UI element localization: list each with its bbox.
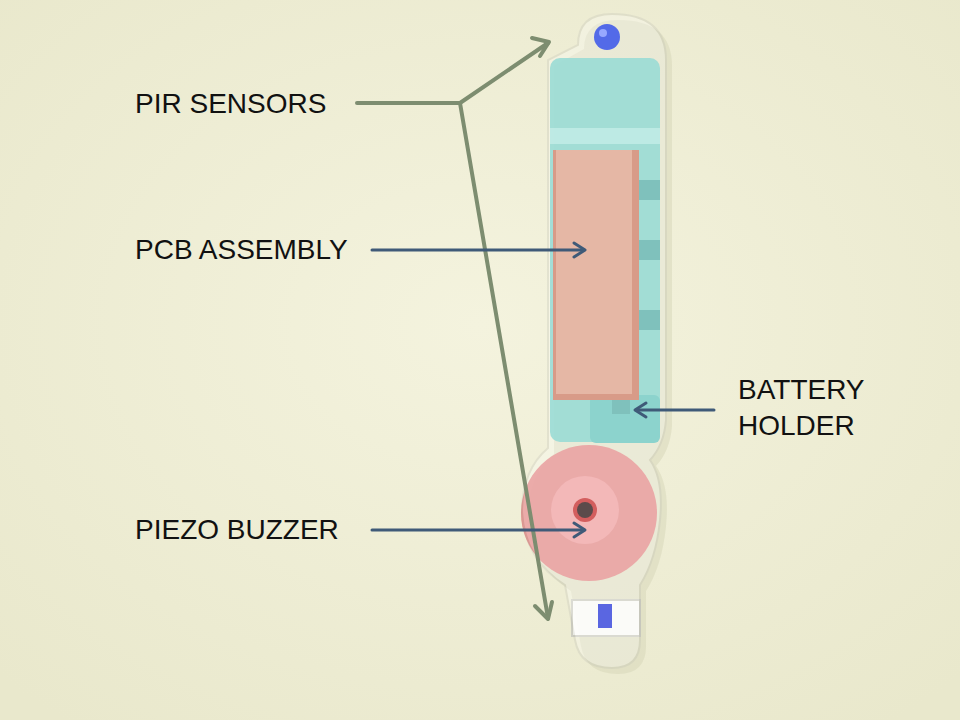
leader-line: [460, 103, 548, 618]
arrowhead: [635, 403, 646, 417]
leader-lines: [357, 38, 552, 619]
leader-line: [372, 529, 584, 532]
arrowhead: [574, 523, 585, 537]
arrowhead: [532, 38, 549, 56]
part-label: PCB ASSEMBLY: [135, 232, 370, 268]
leader-line: [372, 249, 584, 252]
arrowhead: [535, 602, 552, 619]
part-label: BATTERY HOLDER: [738, 372, 888, 445]
arrowhead: [574, 243, 585, 257]
housing: [522, 14, 666, 668]
leader-line: [636, 409, 714, 412]
part-label: PIEZO BUZZER: [135, 512, 370, 548]
leader-lines: [372, 243, 714, 537]
part-label: PIR SENSORS: [135, 86, 355, 122]
leader-line: [357, 43, 548, 103]
